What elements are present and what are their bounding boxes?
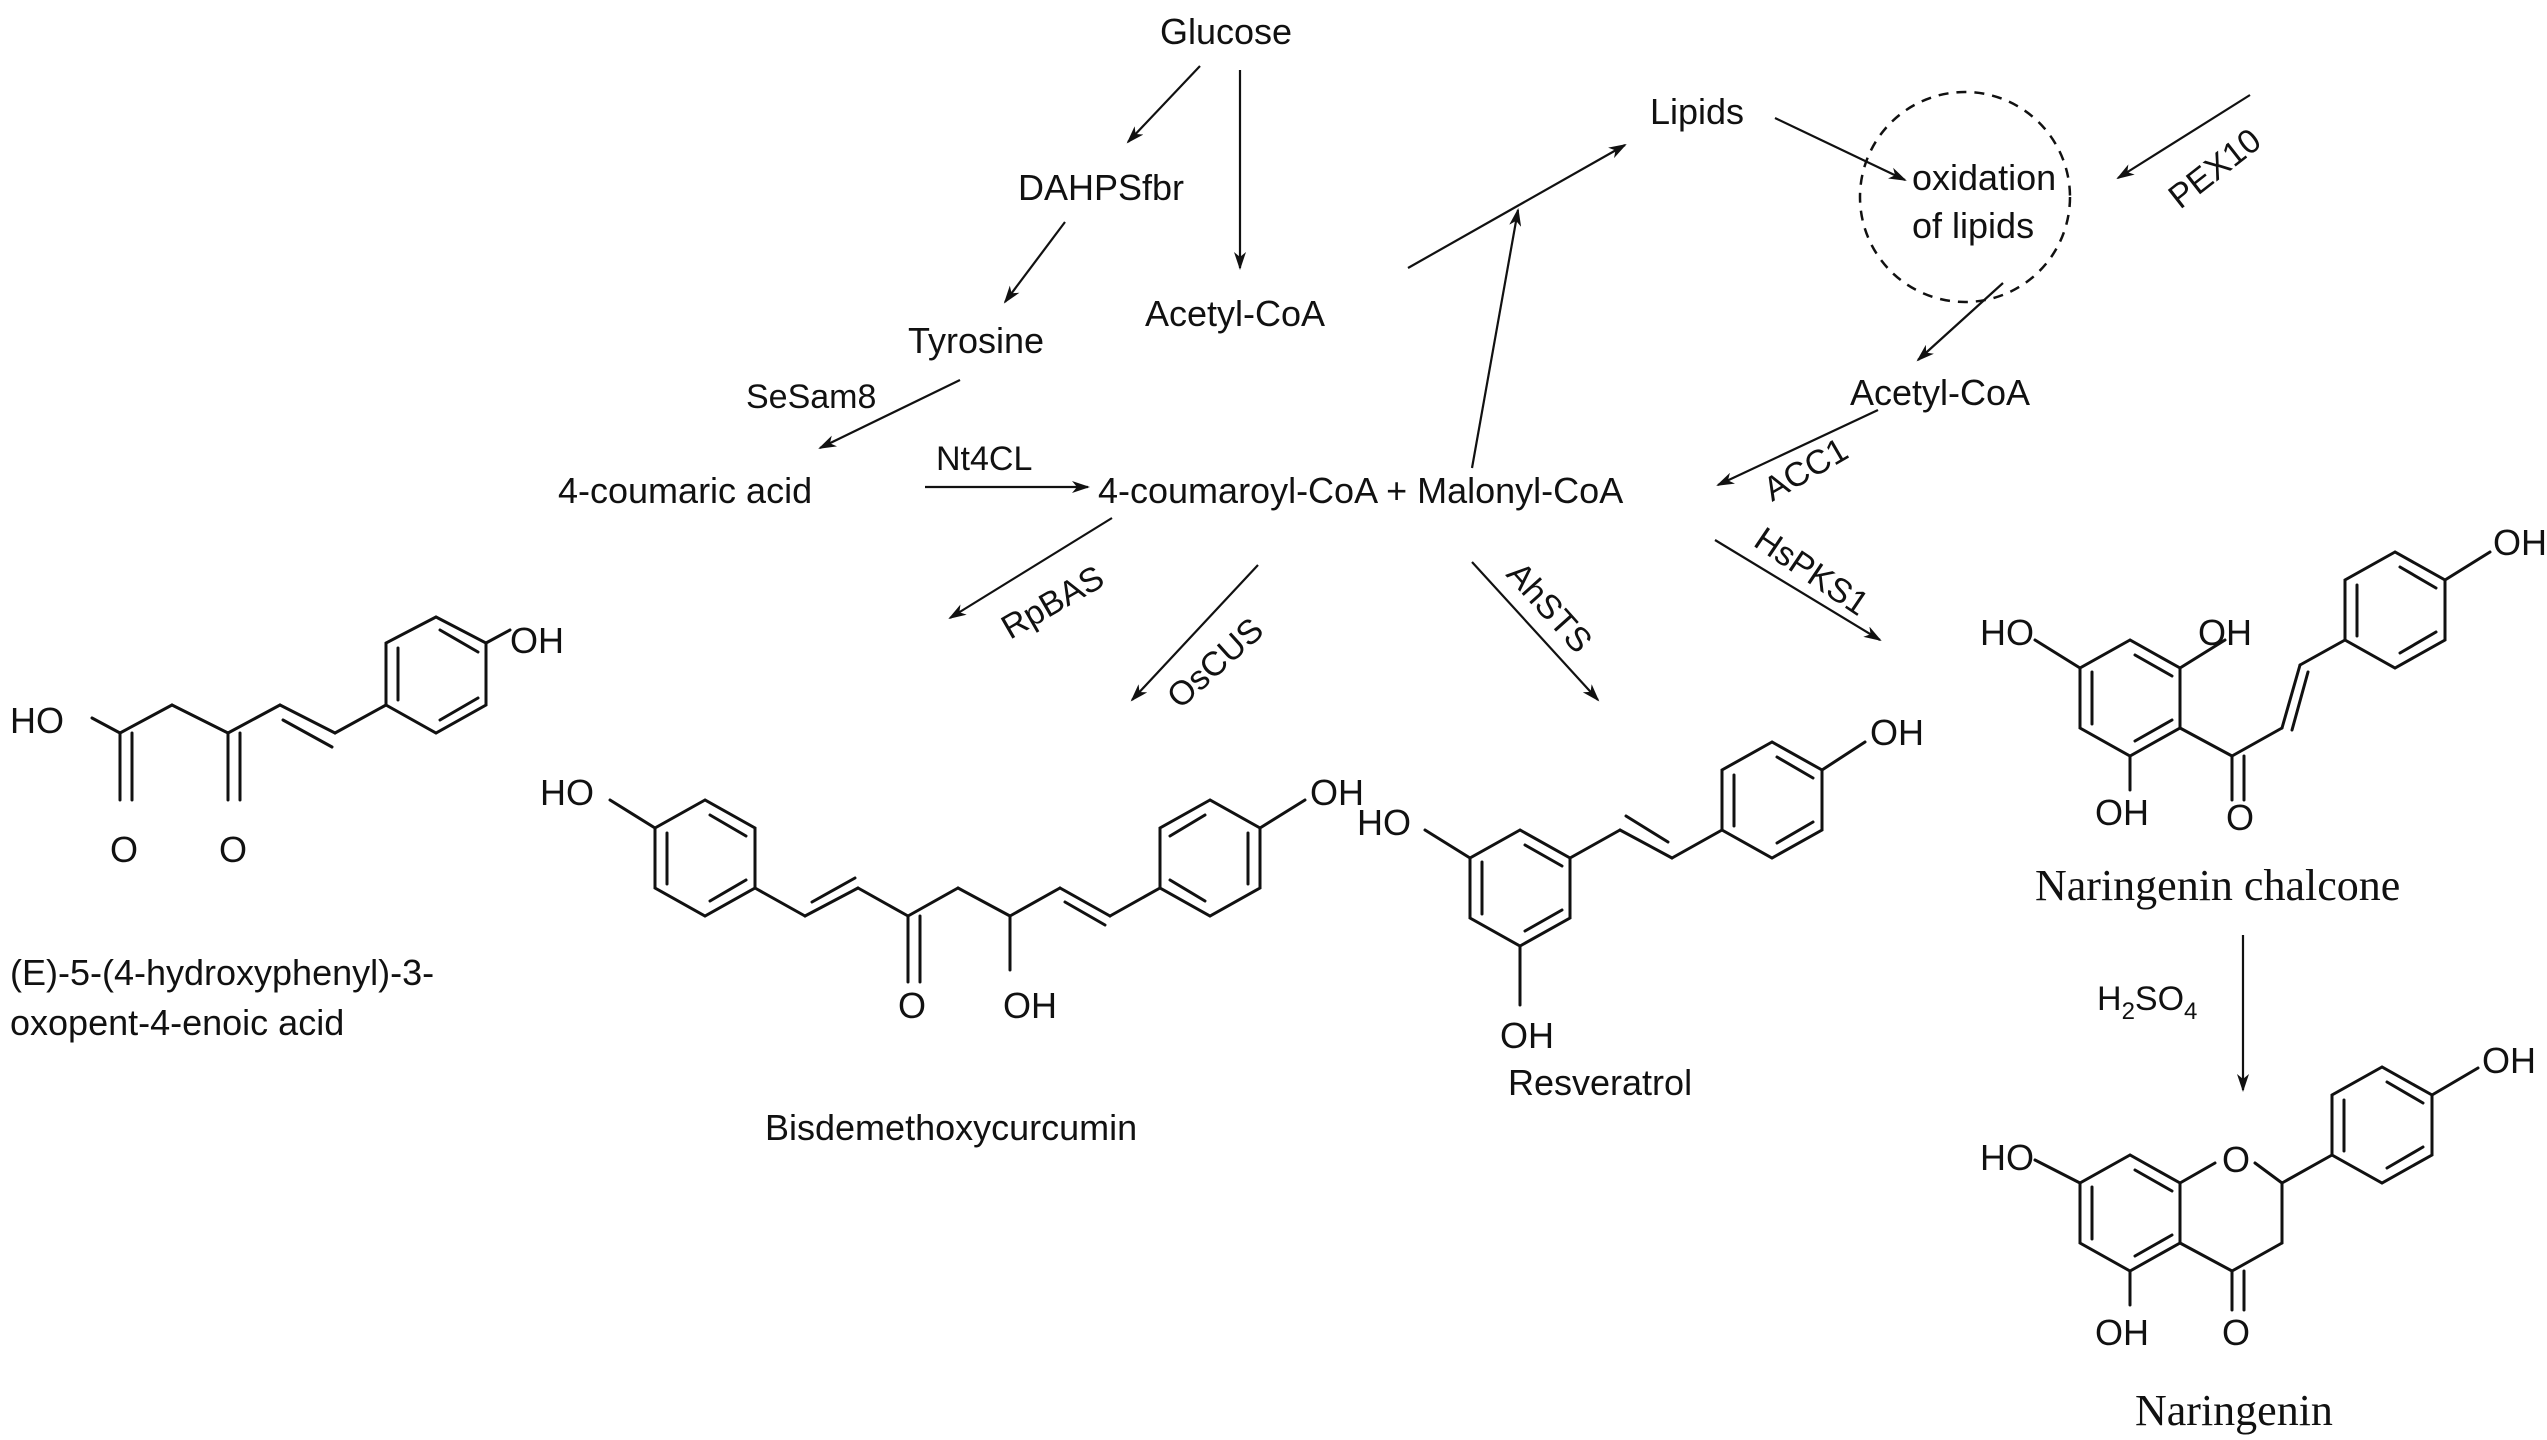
oscus-label: OsCUS [1160,611,1271,716]
oh-label: OH [1870,712,1924,753]
arrow-lipids-oxidation [1774,117,1907,181]
oxidation-label: oxidation [1912,157,2056,198]
arrow-ahsts [1471,561,1600,702]
tyrosine-label: Tyrosine [908,320,1044,361]
oxidation-compartment [1858,90,2072,304]
ho-label: HO [1980,1137,2034,1178]
o-label: O [219,829,247,870]
arrow-dahps-tyrosine [1003,221,1066,304]
oxopentenoic-acid-name-2: oxopent-4-enoic acid [10,1002,344,1043]
arrow-glucose-dahps [1126,65,1201,144]
o-label: O [110,829,138,870]
o-label: O [898,985,926,1026]
h2so4-label: H2SO4 [2097,980,2197,1025]
oh-label: OH [510,620,564,661]
arrow-oxidation-acetylcoa [1916,282,2004,362]
oh-label: OH [1310,772,1364,813]
o-label: O [2222,1139,2250,1180]
arrow-acetylcoa-lipids [1407,144,1627,269]
oh-label: OH [1003,985,1057,1026]
ho-label: HO [1980,612,2034,653]
oxopentenoic-acid-structure: OH HO O O (E)-5-(4-hydroxyphenyl)-3- oxo… [10,615,564,1043]
coumaric-acid-label: 4-coumaric acid [558,470,812,511]
acetyl-coa-left-label: Acetyl-CoA [1145,293,1325,334]
arrow-malonyl-lipids [1470,208,1522,469]
resveratrol-name: Resveratrol [1508,1062,1692,1103]
naringenin-structure: HO O OH OH O Naringenin [1980,1040,2536,1435]
oh-label: OH [2493,522,2547,563]
oh-label: OH [2198,612,2252,653]
oh-label: OH [1500,1015,1554,1056]
o-label: O [2226,797,2254,838]
ho-label: HO [540,772,594,813]
acc1-label: ACC1 [1757,431,1855,509]
bisdemethoxycurcumin-structure: HO OH O OH Bisdemethoxycurcumin [540,772,1364,1148]
acetyl-coa-right-label: Acetyl-CoA [1850,372,2030,413]
of-lipids-label: of lipids [1912,205,2034,246]
coumaroyl-malonyl-label: 4-coumaroyl-CoA + Malonyl-CoA [1098,470,1623,511]
naringenin-chalcone-name: Naringenin chalcone [2035,861,2400,910]
pathway-arrows [818,65,2251,1092]
oh-label: OH [2095,792,2149,833]
naringenin-name: Naringenin [2135,1386,2333,1435]
bisdemethoxycurcumin-name: Bisdemethoxycurcumin [765,1107,1137,1148]
ho-label: HO [10,700,64,741]
oh-label: OH [2482,1040,2536,1081]
rpbas-label: RpBAS [995,558,1111,647]
naringenin-chalcone-structure: HO OH OH O OH Naringenin chalcone [1980,522,2547,910]
pex10-label: PEX10 [2162,121,2269,216]
ho-label: HO [1357,802,1411,843]
arrow-pex10-oxidation [2116,94,2251,180]
arrow-rpbas [948,517,1113,620]
nt4cl-label: Nt4CL [936,440,1032,478]
arrow-oscus [1130,564,1259,702]
lipids-label: Lipids [1650,91,1744,132]
oxopentenoic-acid-name-1: (E)-5-(4-hydroxyphenyl)-3- [10,952,434,993]
arrow-hspks1 [1714,539,1882,642]
sesam8-label: SeSam8 [746,378,876,416]
arrow-acetylcoa-malonyl [1716,409,1879,486]
dahps-label: DAHPSfbr [1018,167,1184,208]
o-label: O [2222,1312,2250,1353]
glucose-label: Glucose [1160,11,1292,52]
oh-label: OH [2095,1312,2149,1353]
resveratrol-structure: HO OH OH Resveratrol [1357,712,1924,1103]
arrow-tyrosine-coumaric [818,379,961,449]
